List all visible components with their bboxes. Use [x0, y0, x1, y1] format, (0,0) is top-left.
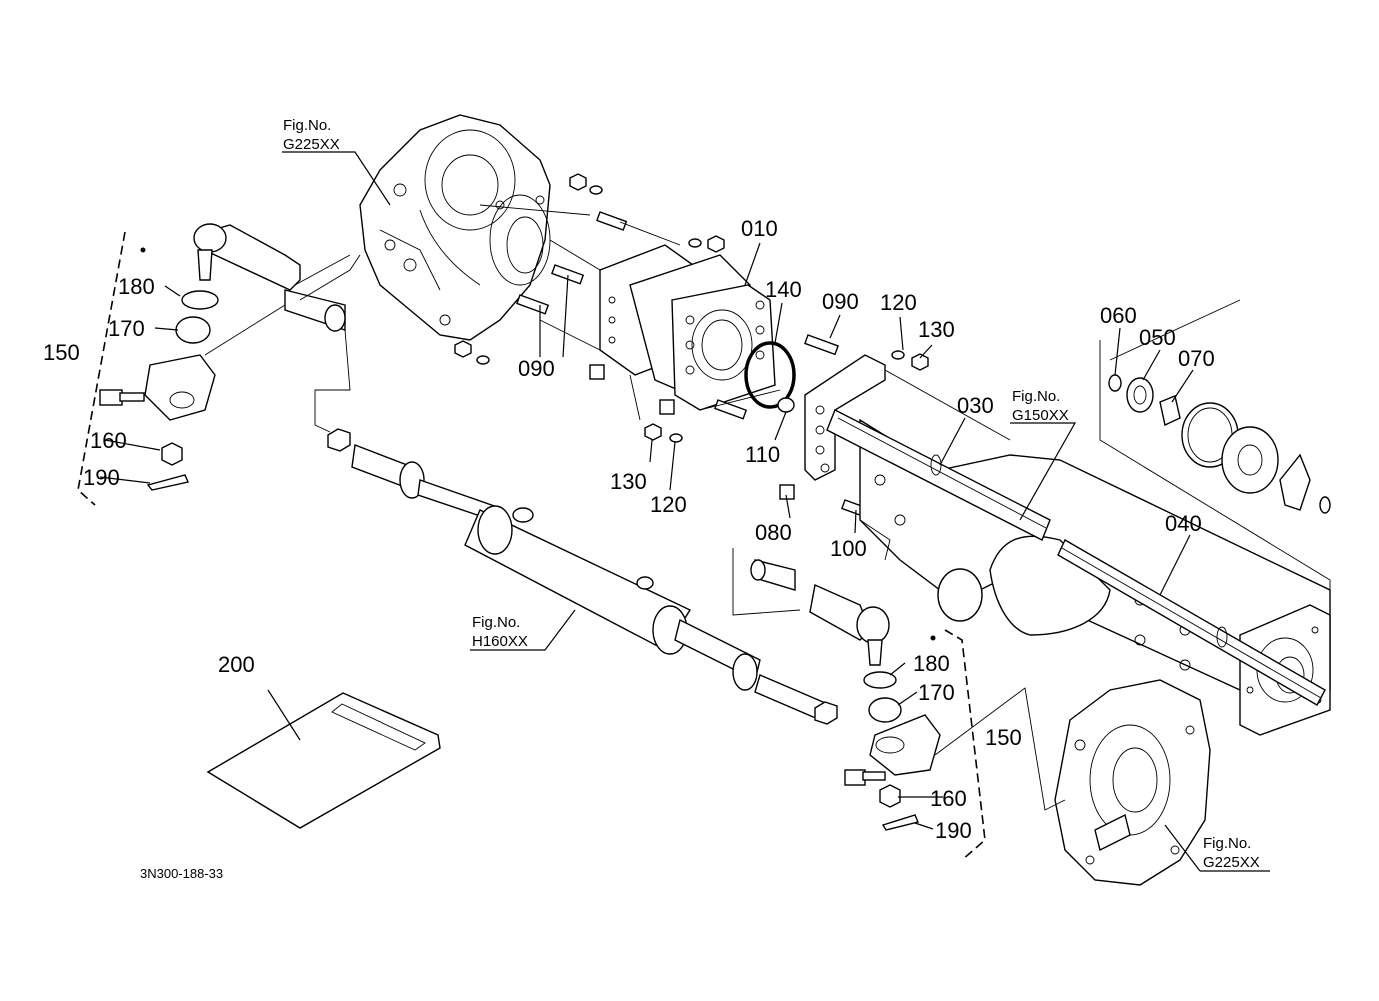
callout-040: 040 [1165, 511, 1202, 536]
part-200-sheet [206, 692, 441, 829]
callout-010: 010 [741, 216, 778, 241]
housing-hardware [454, 173, 725, 365]
callout-160-right: 160 [930, 786, 967, 811]
callout-190-left: 190 [83, 465, 120, 490]
callout-120-lower: 120 [650, 492, 687, 517]
callout-120-upper: 120 [880, 290, 917, 315]
callout-170-right: 170 [918, 680, 955, 705]
callout-110: 110 [745, 442, 780, 467]
fig-ref-code-bottom-right: G225XX [1203, 854, 1260, 871]
callout-200: 200 [218, 652, 255, 677]
datum-dot-right [930, 635, 936, 641]
callout-030: 030 [957, 393, 994, 418]
tie-rod-end-left [99, 223, 346, 491]
callout-100: 100 [830, 536, 867, 561]
datum-dot-left [140, 247, 146, 253]
callout-050: 050 [1139, 325, 1176, 350]
bearing-group [1108, 374, 1331, 514]
fig-ref-label-h160: Fig.No. [472, 614, 520, 631]
callout-180-right: 180 [913, 651, 950, 676]
fig-ref-label-top-left: Fig.No. [283, 117, 331, 134]
leader-lines [99, 151, 1270, 872]
group-bracket-150-left [77, 231, 126, 506]
fig-ref-label-bottom-right: Fig.No. [1203, 835, 1251, 852]
callout-labels: 010 140 090 120 130 060 050 070 030 040 … [43, 216, 1215, 843]
callout-090-upper: 090 [822, 289, 859, 314]
assembly-guide-lines [204, 204, 1331, 811]
callout-150-left: 150 [43, 340, 80, 365]
steering-cylinder [327, 428, 838, 725]
fig-ref-label-g150: Fig.No. [1012, 388, 1060, 405]
group-bracket-150-right [944, 629, 986, 861]
document-code: 3N300-188-33 [140, 866, 223, 881]
callout-140: 140 [765, 277, 802, 302]
callout-190-right: 190 [935, 818, 972, 843]
part-140-o-ring [744, 341, 796, 409]
callout-160-left: 160 [90, 428, 127, 453]
figure-references: Fig.No. G225XX Fig.No. G150XX Fig.No. H1… [283, 117, 1260, 871]
fig-ref-code-g150: G150XX [1012, 407, 1069, 424]
callout-080: 080 [755, 520, 792, 545]
callout-130-lower: 130 [610, 469, 647, 494]
left-axle-housing [359, 114, 551, 341]
part-030-shaft [826, 409, 1051, 541]
callout-150-right: 150 [985, 725, 1022, 750]
callout-180-left: 180 [118, 274, 155, 299]
fig-ref-code-top-left: G225XX [283, 136, 340, 153]
part-110-collar [777, 397, 795, 413]
fig-ref-code-h160: H160XX [472, 633, 528, 650]
part-010-flange-tube [599, 244, 776, 411]
callout-070: 070 [1178, 346, 1215, 371]
callout-090-lower: 090 [518, 356, 555, 381]
tie-rod-end-right [750, 559, 941, 831]
part-040-shaft [1057, 539, 1326, 706]
callout-130-upper: 130 [918, 317, 955, 342]
callout-060: 060 [1100, 303, 1137, 328]
callout-170-left: 170 [108, 316, 145, 341]
